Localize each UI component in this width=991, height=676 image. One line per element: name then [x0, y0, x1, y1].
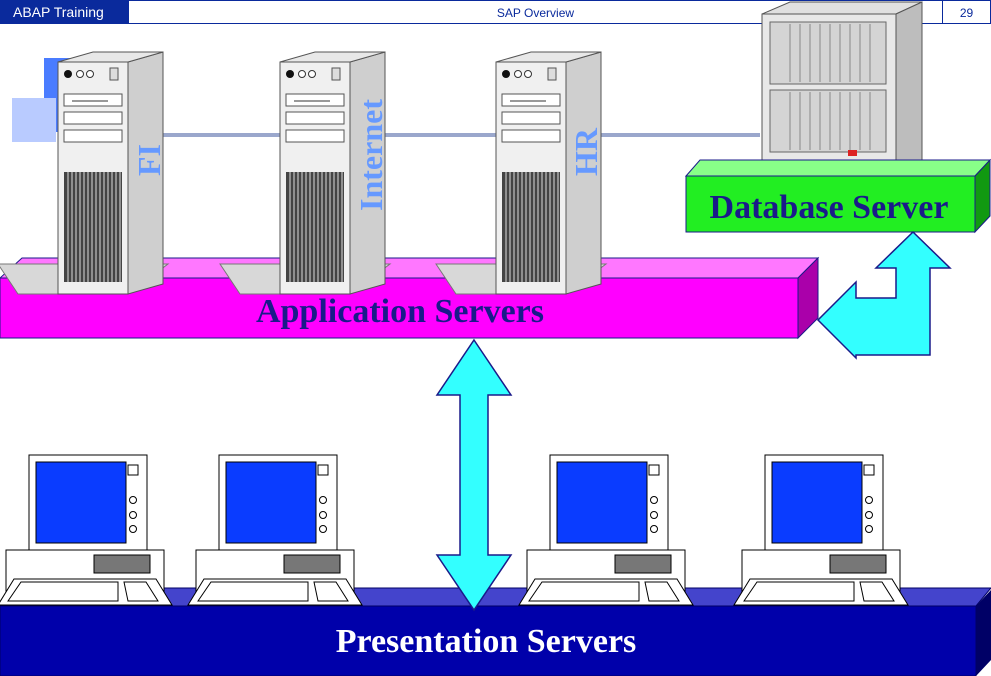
decor-square [12, 98, 56, 142]
slide-title: SAP Overview [129, 0, 942, 24]
workstation-pc [518, 454, 694, 606]
workstation-pc [187, 454, 363, 606]
database-server-block [684, 158, 991, 234]
module-label-internet: Internet [353, 99, 389, 211]
module-label-hr: HR [568, 127, 604, 176]
double-arrow-app-database [816, 230, 952, 360]
presentation-servers-label: Presentation Servers [336, 623, 637, 660]
course-label: ABAP Training [0, 0, 129, 24]
module-label-fi: FI [131, 144, 167, 176]
application-servers-bar [0, 256, 820, 340]
workstation-pc [733, 454, 909, 606]
database-server-label: Database Server [710, 189, 949, 226]
application-servers-label: Application Servers [256, 293, 544, 330]
double-arrow-app-presentation [435, 338, 513, 612]
workstation-pc [0, 454, 173, 606]
slide-header: ABAP Training SAP Overview 29 [0, 0, 991, 24]
database-server-machine [761, 1, 923, 176]
